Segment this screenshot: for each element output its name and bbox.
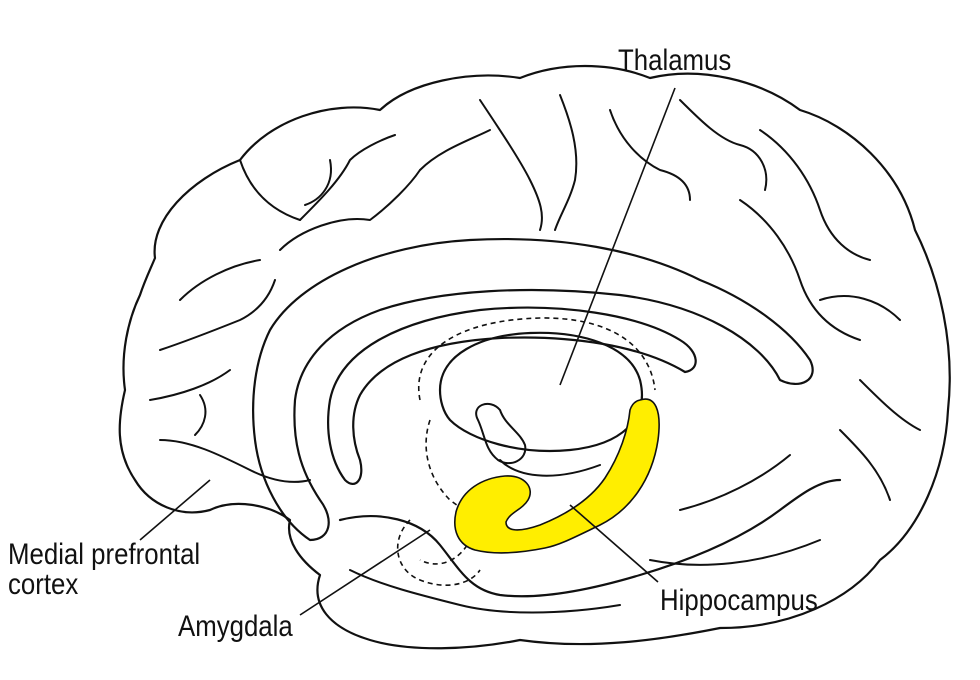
sulcus-2 bbox=[300, 135, 395, 220]
sulcus-1 bbox=[240, 160, 300, 220]
leader-amygdala bbox=[300, 530, 430, 615]
sulcus-14 bbox=[840, 430, 890, 500]
sulcus-9 bbox=[680, 100, 766, 190]
thalamus-label: Thalamus bbox=[618, 46, 731, 76]
sulcus-19 bbox=[195, 395, 205, 435]
temporal-sulcus-3 bbox=[680, 455, 790, 510]
leader-thalamus bbox=[560, 88, 675, 385]
brain-outline bbox=[120, 66, 950, 648]
cingulate-gyrus-outer bbox=[253, 239, 813, 540]
sulcus-7 bbox=[555, 95, 576, 230]
sulcus-17 bbox=[150, 370, 230, 400]
sulcus-8 bbox=[610, 110, 690, 200]
hippocampus-label: Hippocampus bbox=[660, 586, 818, 616]
mpfc-label-line-1: Medial prefrontal bbox=[8, 540, 200, 570]
mpfc-label-line-2: cortex bbox=[8, 570, 200, 600]
sulcus-16 bbox=[160, 280, 275, 350]
sulcus-10 bbox=[760, 130, 870, 260]
medial-prefrontal-cortex-label: Medial prefrontal cortex bbox=[8, 540, 200, 600]
amygdala-label: Amygdala bbox=[178, 612, 293, 642]
thalamus-region bbox=[440, 333, 642, 451]
sulcus-6 bbox=[480, 100, 542, 230]
sulcus-13 bbox=[860, 380, 920, 430]
sulcus-5 bbox=[420, 130, 490, 170]
mammillary-body bbox=[476, 404, 525, 463]
sulcus-12 bbox=[820, 296, 900, 320]
leader-mpfc bbox=[140, 480, 210, 540]
sulcus-11 bbox=[740, 200, 860, 340]
sulcus-15 bbox=[180, 260, 260, 300]
sulcus-4 bbox=[305, 160, 331, 205]
sulcus-18 bbox=[160, 440, 310, 482]
sulcus-3 bbox=[280, 170, 420, 250]
temporal-sulcus-2 bbox=[650, 540, 820, 565]
